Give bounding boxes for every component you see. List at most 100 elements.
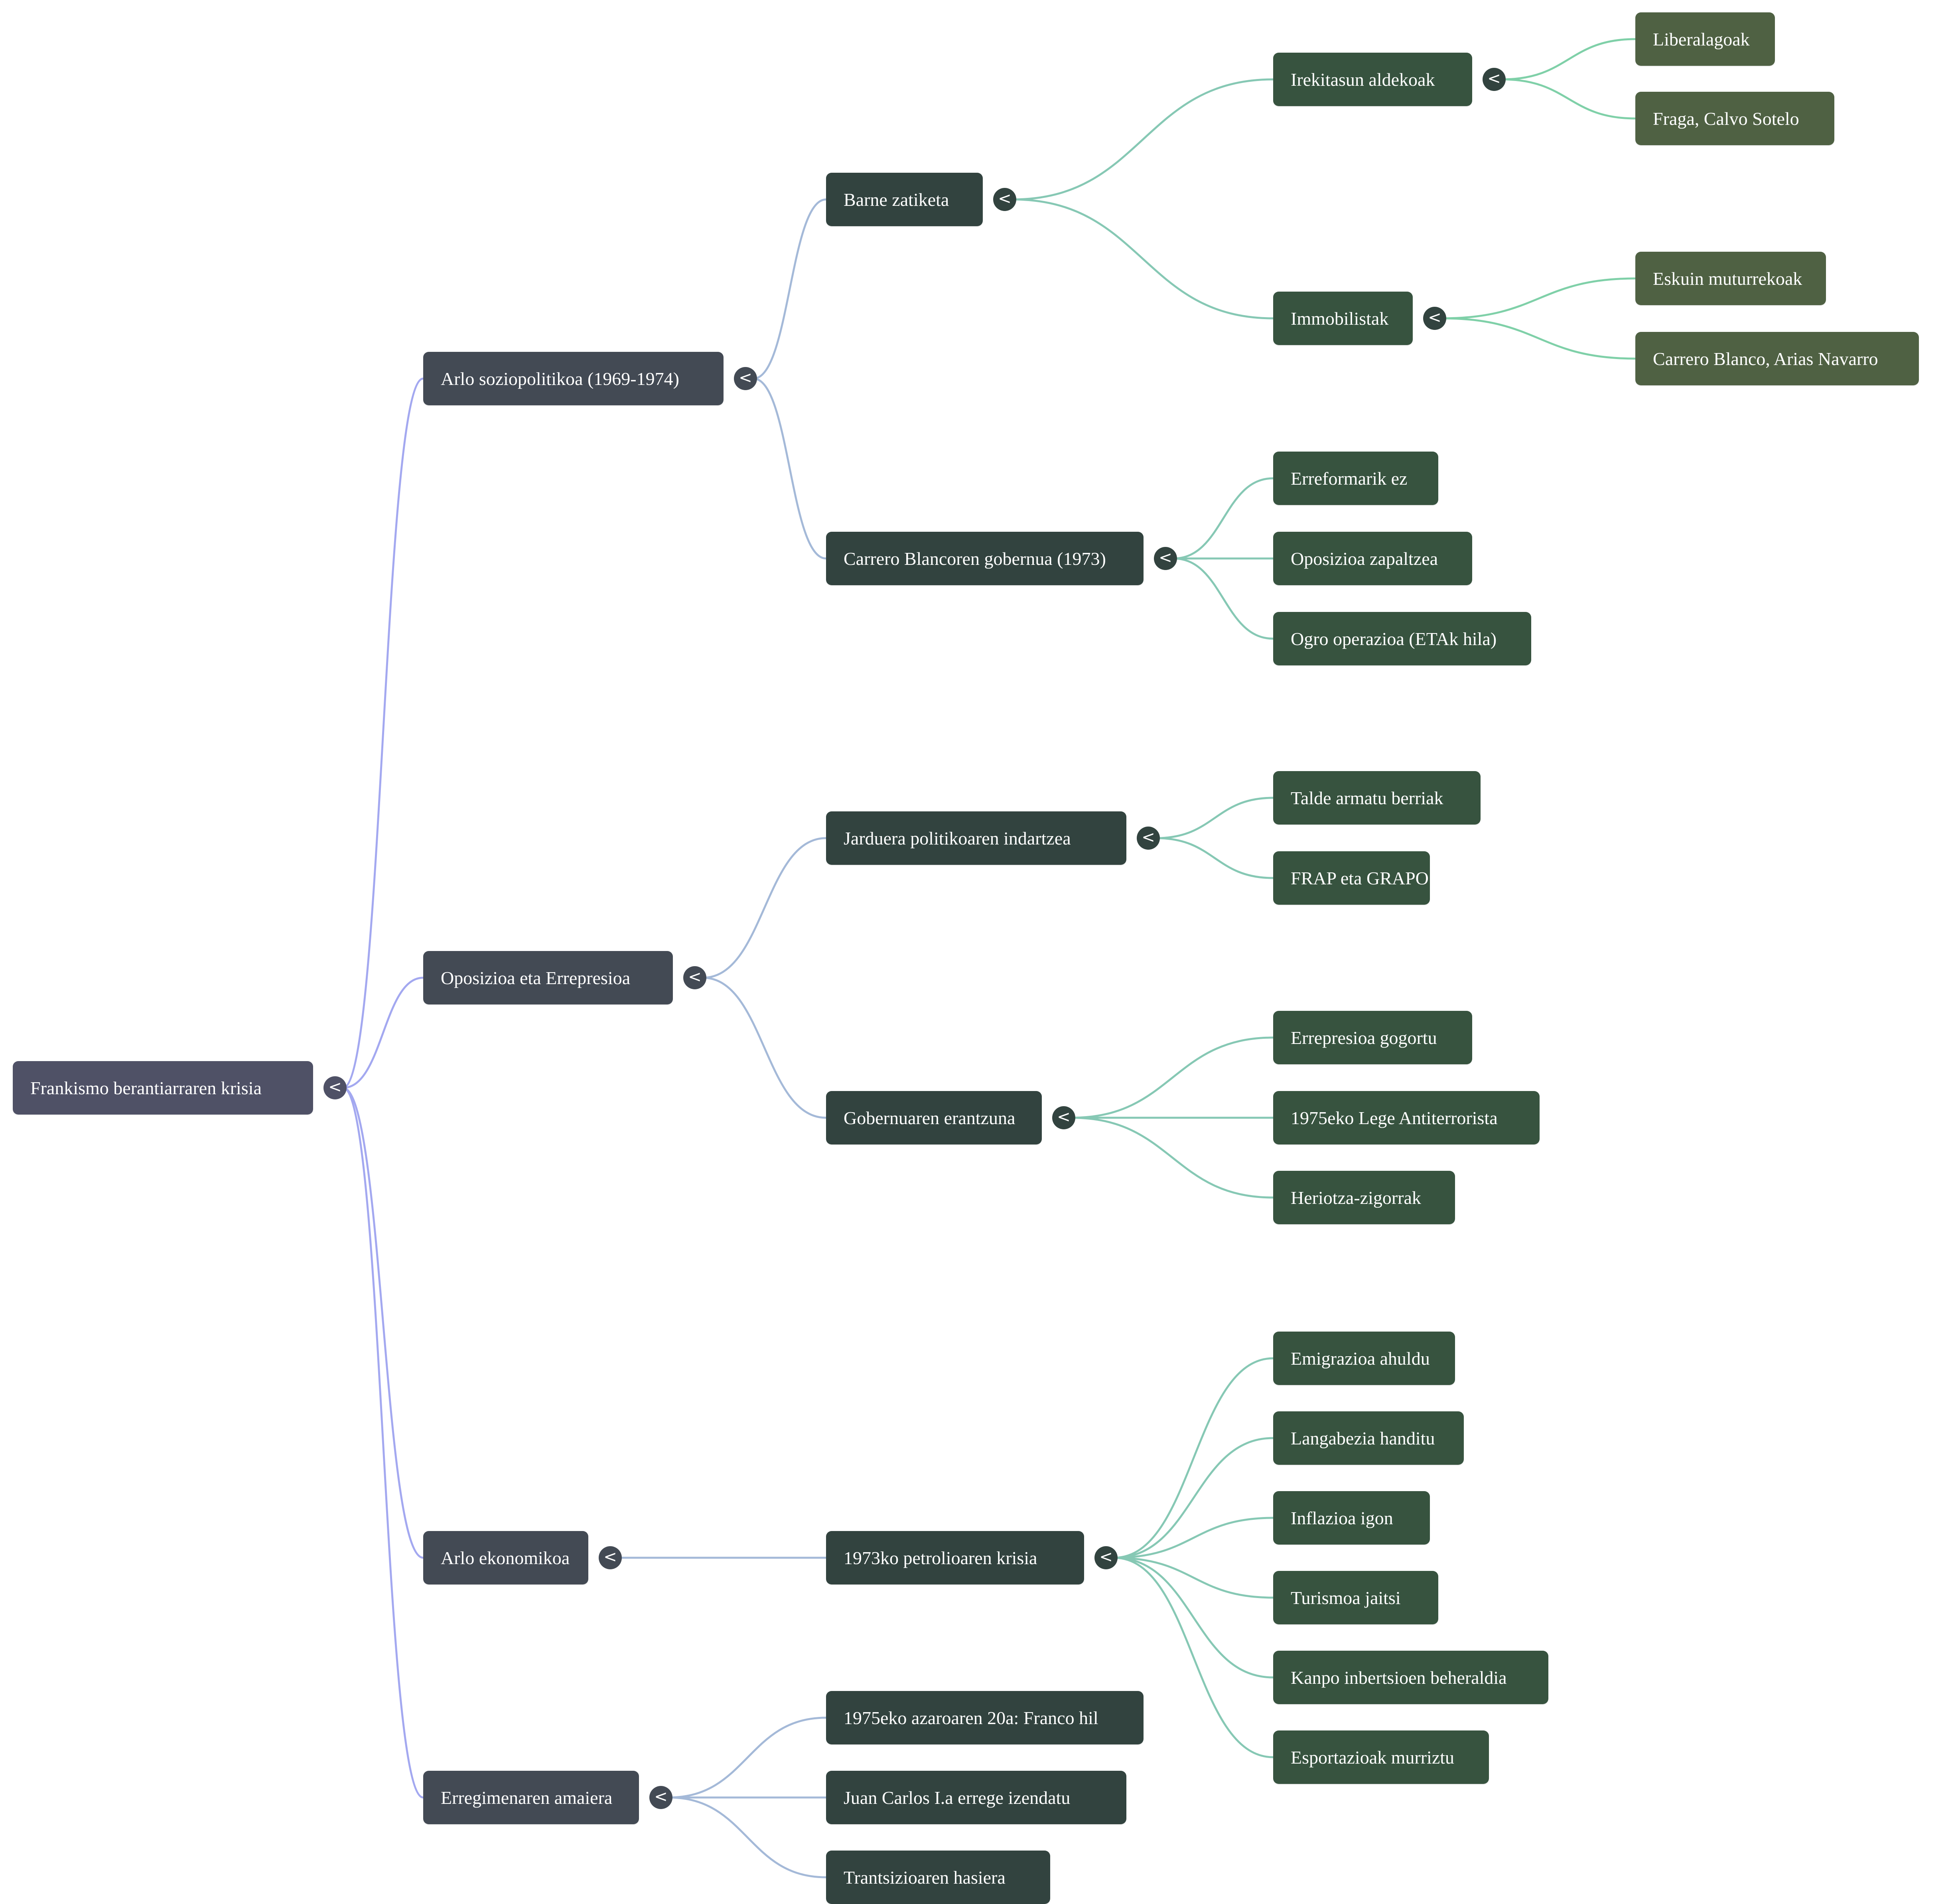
node-frap-eta-grapo[interactable]: FRAP eta GRAPO <box>1273 851 1430 905</box>
connector-edge <box>1173 477 1274 560</box>
connector-edge <box>753 377 826 560</box>
node-label: Juan Carlos I.a errege izendatu <box>844 1787 1071 1808</box>
node-label: Immobilistak <box>1291 308 1389 329</box>
node-liberalagoak[interactable]: Liberalagoak <box>1635 12 1775 66</box>
connector-edge <box>1442 277 1636 320</box>
node-label: Liberalagoak <box>1653 29 1750 49</box>
node-turismoa-jaitsi[interactable]: Turismoa jaitsi <box>1273 1571 1438 1624</box>
node-oposizioa-zapaltzea[interactable]: Oposizioa zapaltzea <box>1273 532 1472 585</box>
node-talde-armatu-berriak[interactable]: Talde armatu berriak <box>1273 771 1481 825</box>
connector-edge <box>343 1087 424 1799</box>
node-label: Langabezia handitu <box>1291 1428 1435 1448</box>
connector-edge <box>343 377 424 1089</box>
collapse-toggle-icon[interactable]: < <box>599 1546 622 1569</box>
node-langabezia-handitu[interactable]: Langabezia handitu <box>1273 1411 1464 1465</box>
node-carrero-blanco-arias-navarro[interactable]: Carrero Blanco, Arias Navarro <box>1635 332 1919 385</box>
collapse-toggle-icon[interactable]: < <box>993 188 1016 211</box>
node-emigrazioa-ahuldu[interactable]: Emigrazioa ahuldu <box>1273 1332 1455 1385</box>
node-barne-zatiketa[interactable]: Barne zatiketa <box>826 173 983 226</box>
collapse-toggle-icon[interactable]: < <box>683 966 706 989</box>
collapse-toggle-icon[interactable]: < <box>1483 68 1506 91</box>
node-1975eko-lege-antiterrorista[interactable]: 1975eko Lege Antiterrorista <box>1273 1091 1540 1144</box>
node-label: Eskuin muturrekoak <box>1653 268 1802 289</box>
node-arlo-soziopolitikoa-1969-1974[interactable]: Arlo soziopolitikoa (1969-1974) <box>423 352 724 405</box>
node-label: Barne zatiketa <box>844 189 949 210</box>
node-ogro-operazioa-etak-hila[interactable]: Ogro operazioa (ETAk hila) <box>1273 612 1531 665</box>
connector-edge <box>1173 557 1274 640</box>
node-label: FRAP eta GRAPO <box>1291 868 1429 888</box>
node-arlo-ekonomikoa[interactable]: Arlo ekonomikoa <box>423 1531 588 1584</box>
node-fraga-calvo-sotelo[interactable]: Fraga, Calvo Sotelo <box>1635 92 1834 145</box>
node-jarduera-politikoaren-indartzea[interactable]: Jarduera politikoaren indartzea <box>826 811 1126 865</box>
node-erreformarik-ez[interactable]: Erreformarik ez <box>1273 452 1438 505</box>
node-label: 1975eko Lege Antiterrorista <box>1291 1107 1498 1128</box>
node-label: Arlo soziopolitikoa (1969-1974) <box>441 368 679 389</box>
connector-edge <box>343 1087 424 1559</box>
node-label: Esportazioak murriztu <box>1291 1747 1455 1768</box>
node-immobilistak[interactable]: Immobilistak <box>1273 292 1413 345</box>
node-label: Trantsizioaren hasiera <box>844 1867 1006 1888</box>
node-label: Kanpo inbertsioen beheraldia <box>1291 1667 1507 1688</box>
root-node[interactable]: Frankismo berantiarraren krisia <box>13 1061 313 1115</box>
node-irekitasun-aldekoak[interactable]: Irekitasun aldekoak <box>1273 53 1472 106</box>
connector-edge <box>1442 317 1636 360</box>
collapse-toggle-icon[interactable]: < <box>1423 307 1446 330</box>
connector-edge <box>1502 38 1636 81</box>
node-oposizioa-eta-errepresioa[interactable]: Oposizioa eta Errepresioa <box>423 951 673 1004</box>
connector-edge <box>1502 78 1636 120</box>
connector-edge <box>1114 1357 1274 1559</box>
connector-edge <box>1012 78 1274 201</box>
node-label: Turismoa jaitsi <box>1291 1587 1401 1608</box>
node-esportazioak-murriztu[interactable]: Esportazioak murriztu <box>1273 1730 1489 1784</box>
node-label: Inflazioa igon <box>1291 1507 1393 1528</box>
connector-edge <box>1114 1557 1274 1679</box>
collapse-toggle-icon[interactable]: < <box>323 1076 347 1099</box>
collapse-toggle-icon[interactable]: < <box>734 367 757 390</box>
connector-edge <box>702 977 826 1119</box>
connector-edge <box>1071 1117 1274 1199</box>
node-label: Carrero Blancoren gobernua (1973) <box>844 548 1106 569</box>
node-label: Ogro operazioa (ETAk hila) <box>1291 628 1497 649</box>
node-kanpo-inbertsioen-beheraldia[interactable]: Kanpo inbertsioen beheraldia <box>1273 1651 1548 1704</box>
collapse-toggle-icon[interactable]: < <box>1094 1546 1118 1569</box>
node-label: Irekitasun aldekoak <box>1291 69 1435 90</box>
connector-edge <box>1012 198 1274 320</box>
node-erregimenaren-amaiera[interactable]: Erregimenaren amaiera <box>423 1771 639 1824</box>
connector-edge <box>343 977 424 1089</box>
node-1973ko-petrolioaren-krisia[interactable]: 1973ko petrolioaren krisia <box>826 1531 1084 1584</box>
node-label: Oposizioa zapaltzea <box>1291 548 1438 569</box>
node-inflazioa-igon[interactable]: Inflazioa igon <box>1273 1491 1430 1545</box>
node-trantsizioaren-hasiera[interactable]: Trantsizioaren hasiera <box>826 1851 1050 1904</box>
node-errepresioa-gogortu[interactable]: Errepresioa gogortu <box>1273 1011 1472 1064</box>
node-gobernuaren-erantzuna[interactable]: Gobernuaren erantzuna <box>826 1091 1042 1144</box>
node-label: Errepresioa gogortu <box>1291 1027 1437 1048</box>
node-heriotza-zigorrak[interactable]: Heriotza-zigorrak <box>1273 1171 1455 1224</box>
node-juan-carlos-i-a-errege-izendatu[interactable]: Juan Carlos I.a errege izendatu <box>826 1771 1126 1824</box>
node-label: Talde armatu berriak <box>1291 787 1443 808</box>
node-label: Heriotza-zigorrak <box>1291 1187 1421 1208</box>
node-label: Fraga, Calvo Sotelo <box>1653 108 1799 129</box>
connector-edge <box>753 198 826 380</box>
node-1975eko-azaroaren-20a-franco-hil[interactable]: 1975eko azaroaren 20a: Franco hil <box>826 1691 1144 1744</box>
connector-edge <box>668 1796 826 1878</box>
node-label: Jarduera politikoaren indartzea <box>844 828 1071 848</box>
collapse-toggle-icon[interactable]: < <box>1154 547 1177 570</box>
node-carrero-blancoren-gobernua-1973[interactable]: Carrero Blancoren gobernua (1973) <box>826 532 1144 585</box>
collapse-toggle-icon[interactable]: < <box>649 1786 672 1809</box>
node-label: Oposizioa eta Errepresioa <box>441 967 631 988</box>
node-label: Carrero Blanco, Arias Navarro <box>1653 348 1878 369</box>
node-label: Gobernuaren erantzuna <box>844 1107 1015 1128</box>
node-label: Erregimenaren amaiera <box>441 1787 613 1808</box>
node-label: Arlo ekonomikoa <box>441 1547 570 1568</box>
collapse-toggle-icon[interactable]: < <box>1052 1106 1075 1129</box>
node-label: 1975eko azaroaren 20a: Franco hil <box>844 1707 1098 1728</box>
connector-edge <box>1114 1517 1274 1559</box>
node-label: Emigrazioa ahuldu <box>1291 1348 1430 1369</box>
node-eskuin-muturrekoak[interactable]: Eskuin muturrekoak <box>1635 252 1826 305</box>
connector-edge <box>1114 1557 1274 1758</box>
connector-edge <box>1156 797 1274 839</box>
node-label: 1973ko petrolioaren krisia <box>844 1547 1037 1568</box>
collapse-toggle-icon[interactable]: < <box>1137 827 1160 850</box>
connector-edge <box>1071 1036 1274 1119</box>
